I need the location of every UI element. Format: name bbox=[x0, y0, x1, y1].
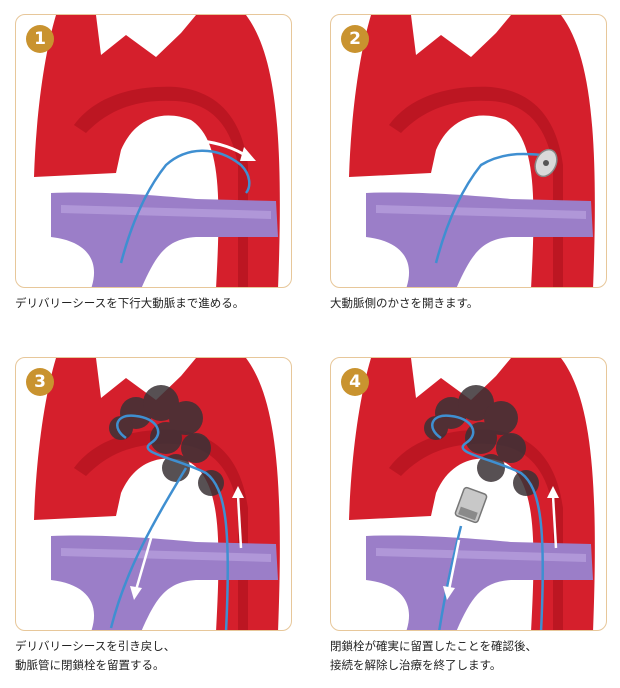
pulmonary-artery bbox=[366, 192, 593, 287]
arrow-head bbox=[240, 147, 256, 161]
pullback-arrow bbox=[134, 527, 156, 591]
arrow-head bbox=[443, 586, 455, 600]
step-3-illustration bbox=[34, 358, 280, 630]
sheath bbox=[109, 467, 188, 629]
smoke-cloud bbox=[109, 385, 224, 496]
arrow-head bbox=[547, 486, 559, 498]
step-number-badge: 4 bbox=[341, 368, 369, 396]
advance-arrow bbox=[236, 495, 243, 549]
step-number-badge: 2 bbox=[341, 25, 369, 53]
step-2-caption: 大動脈側のかさを開きます。 bbox=[330, 296, 479, 310]
pulmonary-artery bbox=[51, 535, 278, 630]
delivery-cable bbox=[438, 525, 463, 630]
guide-wire bbox=[434, 152, 542, 264]
guide-wire bbox=[119, 149, 251, 264]
pulmonary-artery bbox=[51, 192, 278, 287]
step-1-illustration bbox=[34, 15, 280, 287]
arrow-head bbox=[130, 586, 142, 600]
step-1-panel: 1 bbox=[15, 14, 292, 288]
step-number-badge: 3 bbox=[26, 368, 54, 396]
step-2-panel: 2 bbox=[330, 14, 607, 288]
advance-arrow bbox=[551, 495, 558, 549]
occluder-disc bbox=[534, 148, 558, 178]
smoke-cloud bbox=[424, 385, 539, 496]
step-2-illustration bbox=[349, 15, 595, 287]
aorta bbox=[34, 15, 280, 287]
pullback-arrow bbox=[447, 539, 461, 591]
step-3-caption: デリバリーシースを引き戻し、 動脈管に閉鎖栓を留置する。 bbox=[15, 639, 176, 672]
guide-wire bbox=[431, 414, 545, 630]
step-4-illustration bbox=[349, 358, 595, 630]
aorta bbox=[349, 15, 595, 287]
step-4-caption: 閉鎖栓が確実に留置したことを確認後、 接続を解除し治療を終了します。 bbox=[330, 639, 537, 672]
step-3-panel: 3 bbox=[15, 357, 292, 631]
guide-wire bbox=[116, 414, 230, 630]
step-4-panel: 4 bbox=[330, 357, 607, 631]
aorta bbox=[349, 358, 595, 630]
aorta bbox=[34, 358, 280, 630]
step-1-caption: デリバリーシースを下行大動脈まで進める。 bbox=[15, 296, 245, 310]
arrow-head bbox=[232, 486, 244, 498]
pulmonary-artery bbox=[366, 535, 593, 630]
occluder-device bbox=[454, 486, 488, 524]
step-number-badge: 1 bbox=[26, 25, 54, 53]
